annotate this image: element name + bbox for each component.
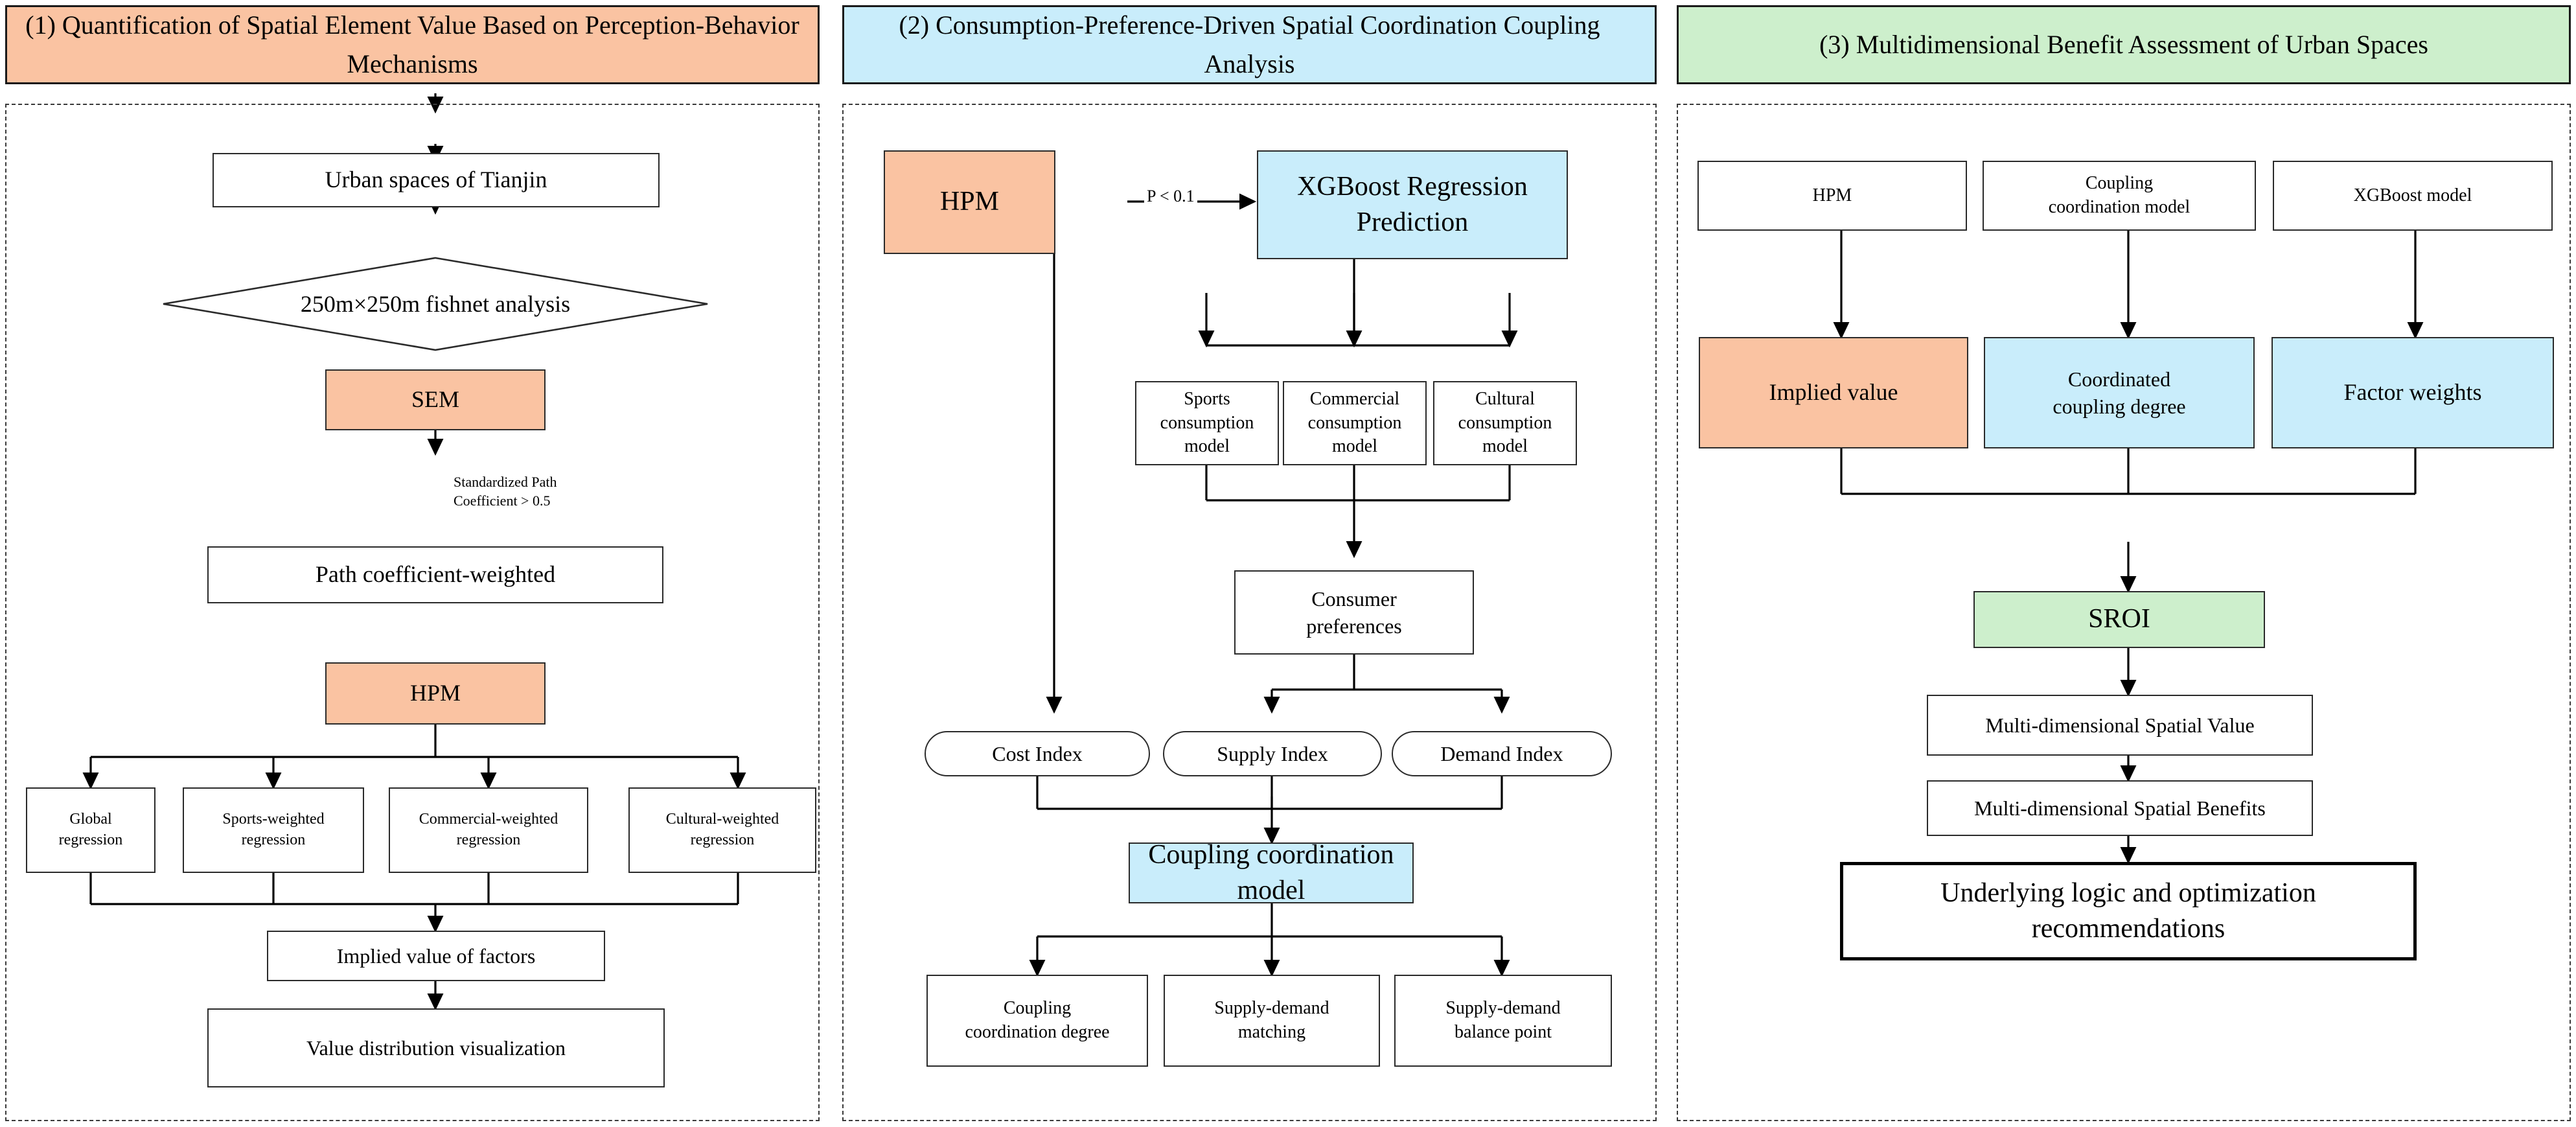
node-hpm-p3[interactable]: HPM xyxy=(1697,161,1967,231)
node-commercial-consumption-model[interactable]: Commercial consumption model xyxy=(1283,381,1427,465)
node-hpm-p2[interactable]: HPM xyxy=(884,150,1055,254)
edge-label-p-threshold: P < 0.1 xyxy=(1144,187,1197,206)
node-xgboost-regression-prediction[interactable]: XGBoost Regression Prediction xyxy=(1257,150,1568,259)
node-supply-demand-matching[interactable]: Supply-demand matching xyxy=(1164,975,1380,1067)
node-coupling-coordination-model[interactable]: Coupling coordination model xyxy=(1129,840,1414,905)
node-consumer-preferences[interactable]: Consumer preferences xyxy=(1234,570,1474,655)
node-sports-consumption-model[interactable]: Sports consumption model xyxy=(1135,381,1279,465)
node-hpm-p1[interactable]: HPM xyxy=(325,662,546,725)
node-implied-value[interactable]: Implied value xyxy=(1699,337,1968,448)
node-commercial-weighted-regression[interactable]: Commercial-weighted regression xyxy=(389,787,588,873)
node-path-coefficient-weighted[interactable]: Path coefficient-weighted xyxy=(207,546,663,603)
panel-2-body xyxy=(842,104,1657,1121)
node-coordinated-coupling-degree[interactable]: Coordinated coupling degree xyxy=(1984,337,2255,448)
node-supply-index[interactable]: Supply Index xyxy=(1163,731,1382,776)
node-sports-weighted-regression[interactable]: Sports-weighted regression xyxy=(183,787,364,873)
node-xgboost-model[interactable]: XGBoost model xyxy=(2273,161,2553,231)
node-implied-value-of-factors[interactable]: Implied value of factors xyxy=(267,931,605,981)
node-sem[interactable]: SEM xyxy=(325,369,546,430)
panel-3-header: (3) Multidimensional Benefit Assessment … xyxy=(1677,5,2571,84)
panel-3-body xyxy=(1677,104,2571,1121)
node-urban-spaces[interactable]: Urban spaces of Tianjin xyxy=(213,153,660,207)
edge-label-sem-to-path: Standardized Path Coefficient > 0.5 xyxy=(454,474,557,509)
node-coupling-coordination-degree[interactable]: Coupling coordination degree xyxy=(926,975,1148,1067)
node-supply-demand-balance-point[interactable]: Supply-demand balance point xyxy=(1394,975,1612,1067)
node-multi-dimensional-spatial-value[interactable]: Multi-dimensional Spatial Value xyxy=(1927,695,2313,756)
node-underlying-logic-recommendations[interactable]: Underlying logic and optimization recomm… xyxy=(1840,862,2417,960)
node-sroi[interactable]: SROI xyxy=(1973,591,2265,648)
node-cultural-consumption-model[interactable]: Cultural consumption model xyxy=(1433,381,1577,465)
node-global-regression[interactable]: Global regression xyxy=(26,787,155,873)
node-value-distribution-visualization[interactable]: Value distribution visualization xyxy=(207,1008,665,1087)
node-multi-dimensional-spatial-benefits[interactable]: Multi-dimensional Spatial Benefits xyxy=(1927,780,2313,836)
node-factor-weights[interactable]: Factor weights xyxy=(2271,337,2554,448)
panel-1-header: (1) Quantification of Spatial Element Va… xyxy=(5,5,820,84)
panel-1-body xyxy=(5,104,820,1121)
node-demand-index[interactable]: Demand Index xyxy=(1392,731,1612,776)
node-cost-index[interactable]: Cost Index xyxy=(925,731,1150,776)
node-fishnet-label[interactable]: 250m×250m fishnet analysis xyxy=(300,291,571,317)
node-coupling-coordination-model-p3[interactable]: Coupling coordination model xyxy=(1983,161,2256,231)
node-cultural-weighted-regression[interactable]: Cultural-weighted regression xyxy=(628,787,816,873)
panel-2-header: (2) Consumption-Preference-Driven Spatia… xyxy=(842,5,1657,84)
